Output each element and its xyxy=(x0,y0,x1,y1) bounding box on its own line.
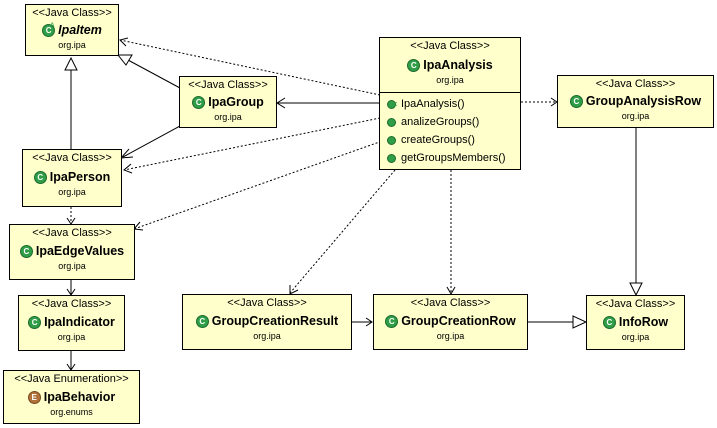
class-name: GroupCreationResult xyxy=(211,314,339,328)
class-icon: C xyxy=(33,170,47,184)
class-icon: C xyxy=(19,244,33,258)
class-name: IpaGroup xyxy=(208,95,264,109)
class-box-ipaperson[interactable]: <<Java Class>> C IpaPerson org.ipa xyxy=(22,149,122,207)
public-method-icon xyxy=(387,135,396,145)
association-ipaindicator-ipabehavior xyxy=(66,351,76,371)
package-label: org.ipa xyxy=(58,187,86,197)
generalization-ipagroup-ipaitem xyxy=(116,54,181,89)
class-name: InfoRow xyxy=(618,315,669,329)
package-label: org.ipa xyxy=(58,40,86,50)
package-label: org.ipa xyxy=(621,332,650,342)
operations-compartment: c IpaAnalysis() analizeGroups() createGr… xyxy=(380,92,520,167)
public-method-icon xyxy=(387,117,396,127)
enum-icon: E xyxy=(27,390,41,404)
class-box-inforow[interactable]: <<Java Class>> C InfoRow org.ipa xyxy=(586,295,685,350)
class-name: IpaIndicator xyxy=(44,315,115,329)
stereotype-label: <<Java Class>> xyxy=(227,297,307,309)
class-icon: C xyxy=(569,94,583,108)
class-name: GroupCreationRow xyxy=(401,314,516,328)
class-name: GroupAnalysisRow xyxy=(585,94,702,108)
enum-name: IpaBehavior xyxy=(43,390,116,404)
stereotype-label: <<Java Class>> xyxy=(595,298,676,310)
operation-label: getGroupsMembers() xyxy=(401,152,506,164)
package-label: org.ipa xyxy=(253,331,281,341)
generalization-groupanalysisrow-inforow xyxy=(629,128,643,297)
stereotype-label: <<Java Class>> xyxy=(32,227,112,239)
class-icon: C xyxy=(192,95,206,109)
stereotype-label: <<Java Class>> xyxy=(410,40,490,52)
package-label: org.ipa xyxy=(58,261,86,271)
operation-label: createGroups() xyxy=(401,134,475,146)
class-name: IpaEdgeValues xyxy=(35,244,125,258)
class-box-groupanalysisrow[interactable]: <<Java Class>> C GroupAnalysisRow org.ip… xyxy=(557,75,714,128)
package-label: org.ipa xyxy=(57,332,86,342)
class-icon: C xyxy=(602,315,616,329)
stereotype-label: <<Java Class>> xyxy=(31,298,112,310)
class-name: IpaItem xyxy=(58,23,102,37)
dependency-ipaanalysis-ipaperson xyxy=(123,117,381,174)
class-box-ipaindicator[interactable]: <<Java Class>> C IpaIndicator org.ipa xyxy=(18,295,125,351)
dependency-ipaperson-ipaedgevalues xyxy=(66,207,76,225)
dependency-ipaanalysis-groupanalysisrow xyxy=(521,97,558,107)
stereotype-label: <<Java Class>> xyxy=(410,297,491,309)
enum-box-ipabehavior[interactable]: <<Java Enumeration>> E IpaBehavior org.e… xyxy=(3,370,140,424)
association-ipaedgevalues-ipaindicator xyxy=(66,280,76,296)
operation-create-groups[interactable]: createGroups() xyxy=(380,131,520,149)
stereotype-label: <<Java Enumeration>> xyxy=(14,373,129,385)
operation-analize-groups[interactable]: analizeGroups() xyxy=(380,113,520,131)
class-name: IpaPerson xyxy=(49,170,111,184)
class-icon: C xyxy=(407,58,421,72)
package-label: org.ipa xyxy=(436,331,465,341)
stereotype-label: <<Java Class>> xyxy=(32,152,112,164)
constructor-icon: c xyxy=(387,99,398,109)
dependency-ipaanalysis-groupcreationrow xyxy=(446,170,456,296)
package-label: org.ipa xyxy=(214,112,242,122)
class-icon: C xyxy=(195,314,209,328)
class-box-ipaanalysis[interactable]: <<Java Class>> C IpaAnalysis org.ipa c I… xyxy=(379,37,521,170)
class-icon: C xyxy=(385,314,399,328)
class-icon: C xyxy=(28,315,42,329)
public-method-icon xyxy=(387,153,396,163)
class-box-ipagroup[interactable]: <<Java Class>> C IpaGroup org.ipa xyxy=(179,76,277,128)
dependency-ipaanalysis-ipaitem xyxy=(119,37,381,96)
operation-label: IpaAnalysis() xyxy=(401,98,465,110)
association-groupcreationresult-groupcreationrow xyxy=(351,317,373,327)
generalization-ipaperson-ipaitem xyxy=(64,56,78,150)
class-name: IpaAnalysis xyxy=(423,58,493,72)
package-label: org.ipa xyxy=(436,75,464,85)
operation-label: analizeGroups() xyxy=(401,116,480,128)
operation-get-groups-members[interactable]: getGroupsMembers() xyxy=(380,149,520,167)
operation-constructor[interactable]: c IpaAnalysis() xyxy=(380,95,520,113)
package-label: org.ipa xyxy=(621,111,650,121)
class-box-groupcreationresult[interactable]: <<Java Class>> C GroupCreationResult org… xyxy=(182,294,352,350)
class-box-ipaedgevalues[interactable]: <<Java Class>> C IpaEdgeValues org.ipa xyxy=(9,224,135,280)
class-box-groupcreationrow[interactable]: <<Java Class>> C GroupCreationRow org.ip… xyxy=(373,294,528,350)
association-ipagroup-ipaperson xyxy=(119,125,181,159)
association-ipaanalysis-ipagroup xyxy=(276,97,380,109)
package-label: org.enums xyxy=(50,407,93,417)
stereotype-label: <<Java Class>> xyxy=(32,7,112,19)
dependency-ipaanalysis-groupcreationresult xyxy=(289,169,396,295)
stereotype-label: <<Java Class>> xyxy=(595,78,676,90)
dependency-ipaanalysis-ipaedgevalues xyxy=(133,139,386,231)
generalization-groupcreationrow-inforow xyxy=(528,315,588,329)
stereotype-label: <<Java Class>> xyxy=(188,79,268,91)
